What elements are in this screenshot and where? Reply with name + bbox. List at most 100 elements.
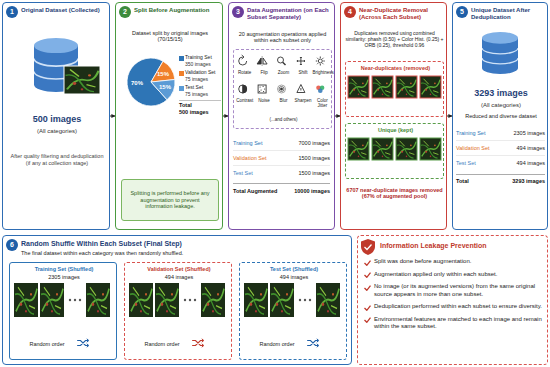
bullet-text: Environmental features are matched to ea… — [374, 316, 544, 331]
step-number: 6 — [6, 239, 18, 251]
panel-title: Unique Dataset After Deduplication — [471, 7, 546, 21]
subset-box: Validation Set (Shuffled) 494 imagesRando… — [124, 262, 232, 360]
stage-panel: Unique Dataset After Deduplication 3293 i… — [452, 2, 548, 230]
description: 494 images — [242, 274, 346, 280]
check-mark — [364, 317, 371, 323]
stage-panel: Random Shuffle Within Each Subset (Final… — [2, 235, 352, 365]
step-number-text: 3 — [232, 6, 244, 18]
bullet-row: Deduplication performed within each subs… — [364, 303, 544, 311]
panel-title: Information Leakage Prevention — [380, 242, 545, 250]
step-number: 2 — [119, 6, 131, 18]
description: 494 images — [127, 274, 231, 280]
panel-title: Near-Duplicate Removal (Across Each Subs… — [359, 7, 445, 21]
check-mark — [364, 260, 371, 266]
bullet-row: Augmentation applied only within each su… — [364, 271, 544, 279]
operation-name: Color Jitter — [313, 99, 332, 109]
panel-title: Random Shuffle Within Each Subset (Final… — [21, 240, 346, 248]
total-label: Total — [456, 178, 496, 184]
image-count: 500 images — [7, 115, 107, 125]
note-text: Splitting is performed before any augmen… — [126, 190, 214, 210]
check-mark — [364, 272, 371, 278]
subset-name: Test Set — [456, 160, 504, 166]
step-number: 5 — [456, 6, 468, 18]
legend-swatch — [179, 56, 184, 61]
panel-title: Split Before Augmentation — [134, 7, 220, 14]
subset-name: Validation Set — [233, 155, 283, 161]
total-value: 3293 images — [500, 178, 545, 184]
subset-name: Validation Set — [456, 145, 504, 151]
step-number-text: 1 — [6, 6, 18, 18]
count-value: 494 images — [500, 145, 545, 151]
operation-name: Sharpen — [293, 99, 312, 104]
operation-name: Noise — [254, 99, 273, 104]
step-number-text: 6 — [6, 239, 18, 251]
pie-percent: 15% — [153, 71, 173, 77]
check-mark — [364, 285, 371, 291]
stage-panel: Data Augmentation (on Each Subset Separa… — [228, 2, 335, 230]
operation-name: Blur — [274, 99, 293, 104]
leakage-panel: Information Leakage PreventionSplit was … — [357, 235, 548, 365]
kept-box: Unique (kept) — [345, 123, 444, 179]
operation-name: Flip — [254, 71, 273, 76]
description: Reduced and diverse dataset — [457, 113, 545, 119]
operation-name: Zoom — [274, 71, 293, 76]
step-number: 4 — [344, 6, 356, 18]
category-note: (All categories) — [7, 128, 107, 135]
count-value: 1500 images — [280, 155, 330, 161]
pie-percent: 70% — [127, 80, 147, 86]
bullet-row: Environmental features are matched to ea… — [364, 316, 544, 331]
operation-name: Rotate — [235, 71, 254, 76]
count-value: 494 images — [500, 160, 545, 166]
subset-box: Training Set (Shuffled) 2305 imagesRandom… — [9, 262, 117, 360]
subset-name: Test Set — [233, 170, 283, 176]
count-value: 2305 images — [500, 130, 545, 136]
total-value: 500 images — [179, 109, 221, 115]
operations-box: RotateFlipZoomShiftBrightnessContrastNoi… — [233, 49, 332, 129]
step-number: 1 — [6, 6, 18, 18]
legend-swatch — [179, 71, 184, 76]
box-heading: Validation Set (Shuffled) — [127, 266, 231, 272]
total-value: 10000 images — [283, 188, 330, 194]
box-heading: Training Set (Shuffled) — [12, 266, 116, 272]
stage-panel: Split Before AugmentationDataset split b… — [115, 2, 223, 230]
image-count: 3293 images — [457, 89, 545, 99]
box-heading: Near-duplicates (removed) — [348, 65, 443, 71]
count-value: 350 images — [185, 62, 221, 68]
description: 20 augmentation operations applied withi… — [233, 31, 332, 44]
description: Random order — [20, 341, 74, 347]
panel-title: Original Dataset (Collected) — [21, 7, 107, 14]
bullet-text: Augmentation applied only within each su… — [374, 271, 544, 279]
description: 2305 images — [12, 274, 116, 280]
count-value: 1500 images — [280, 170, 330, 176]
stage-panel: Near-Duplicate Removal (Across Each Subs… — [340, 2, 447, 230]
stage-panel: Original Dataset (Collected) 500 images (A… — [2, 2, 110, 230]
pie-percent: 15% — [155, 84, 175, 90]
legend-text: Validation Set — [185, 70, 221, 76]
count-value: 75 images — [185, 77, 221, 83]
step-number: 3 — [232, 6, 244, 18]
legend-swatch — [179, 86, 184, 91]
step-number-text: 4 — [344, 6, 356, 18]
operation-name: Brightness — [313, 71, 332, 76]
bullet-text: Split was done before augmentation. — [374, 258, 544, 266]
total-label: Total — [179, 102, 221, 108]
description: The final dataset within each category w… — [21, 250, 346, 256]
subset-name: Training Set — [233, 140, 283, 146]
bullet-text: Deduplication performed within each subs… — [374, 303, 544, 311]
note-text: After quality filtering and deduplicatio… — [9, 153, 105, 166]
total-label: Total Augmented — [233, 188, 288, 194]
panel-title: Data Augmentation (on Each Subset Separa… — [247, 7, 333, 21]
description: Random order — [250, 341, 304, 347]
bullet-row: Split was done before augmentation. — [364, 258, 544, 266]
operation-name: (...and others) — [234, 118, 333, 123]
note-box: Splitting is performed before any augmen… — [121, 179, 219, 221]
box-heading: Test Set (Shuffled) — [242, 266, 346, 272]
count-value: 75 images — [185, 92, 221, 98]
count-value: 7000 images — [280, 140, 330, 146]
description: Random order — [135, 341, 189, 347]
bullet-text: No image (or its augmented versions) fro… — [374, 283, 544, 298]
legend-text: Test Set — [185, 85, 221, 91]
result-note: 6707 near-duplicate images removed (67% … — [345, 187, 444, 200]
subset-name: Training Set — [456, 130, 504, 136]
